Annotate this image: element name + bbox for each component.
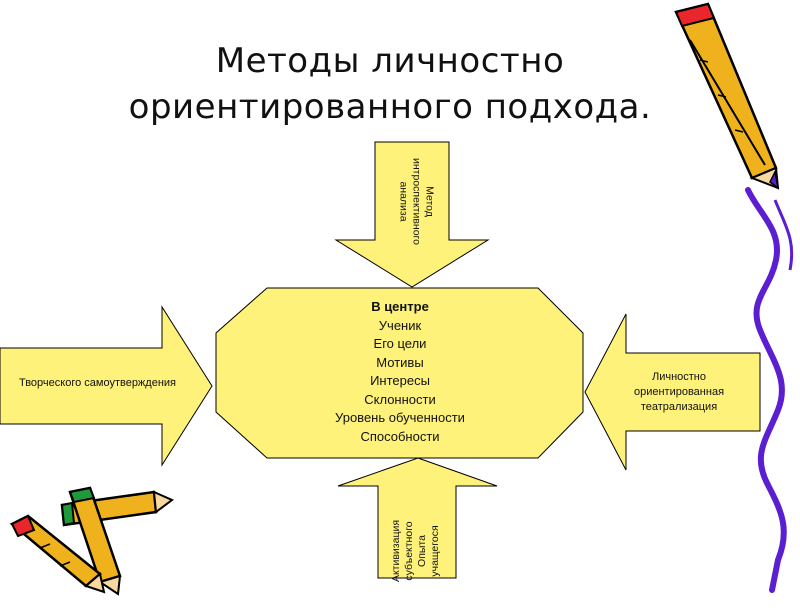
bottom-label-line: Активизация [390, 492, 403, 610]
center-text-block: В центре Ученик Его цели Мотивы Интересы… [300, 298, 500, 446]
left-arrow-label: Творческого самоутверждения [0, 377, 195, 389]
center-item: Уровень обученности [300, 409, 500, 428]
bottom-label-line: учащегося [429, 492, 442, 610]
center-item: Ученик [300, 317, 500, 336]
center-item: Мотивы [300, 354, 500, 373]
right-label-line: Личностно [612, 370, 746, 385]
top-arrow-label: Метод интроспективного анализа [397, 146, 436, 258]
center-heading: В центре [300, 298, 500, 317]
top-label-line: интроспективного [410, 146, 423, 258]
pencil-icon-top-right [676, 4, 778, 188]
center-item: Способности [300, 428, 500, 447]
top-label-line: Метод [423, 146, 436, 258]
center-item: Склонности [300, 391, 500, 410]
bottom-arrow-label: Активизация субъектного Опыта учащегося [390, 492, 442, 610]
right-label-line: ориентированная [612, 385, 746, 400]
right-arrow-label: Личностно ориентированная театрализация [612, 370, 746, 415]
center-item: Его цели [300, 335, 500, 354]
center-item: Интересы [300, 372, 500, 391]
pencils-icon-bottom-left [12, 488, 172, 594]
top-label-line: анализа [397, 146, 410, 258]
right-label-line: театрализация [612, 400, 746, 415]
bottom-label-line: Опыта [416, 492, 429, 610]
bottom-label-line: субъектного [403, 492, 416, 610]
